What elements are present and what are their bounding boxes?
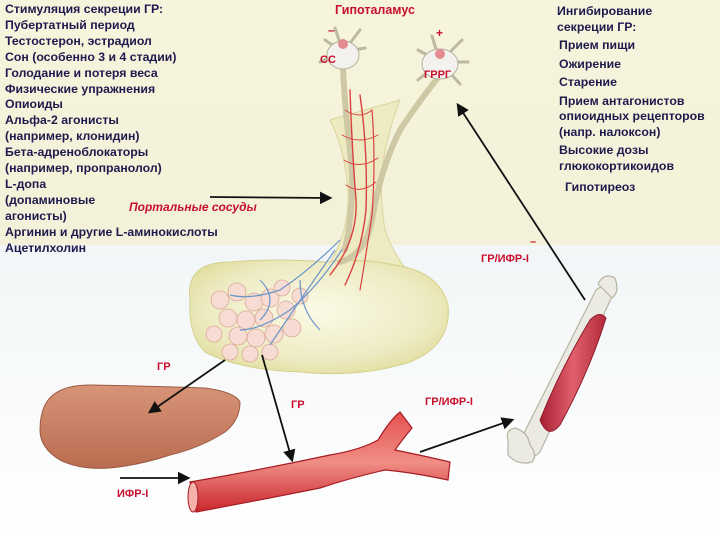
gr-left-label: ГР (157, 361, 171, 373)
stimulation-item: (например, клонидин) (5, 129, 218, 145)
stimulation-item: Бета-адреноблокаторы (5, 145, 218, 161)
arrow-portal (210, 197, 330, 198)
inhibition-title-line1: Ингибирование (557, 4, 652, 20)
stimulation-item: Опиоиды (5, 97, 218, 113)
ss-sign: – (328, 23, 335, 37)
stimulation-item: Ацетилхолин (5, 241, 218, 257)
inhibition-item: Гипотиреоз (559, 180, 709, 196)
inhibition-item: Старение (559, 75, 709, 91)
inhibition-list: Прием пищи Ожирение Старение Прием антаг… (559, 38, 709, 199)
inhibition-title: Ингибирование секреции ГР: (557, 4, 652, 35)
igf-liver-label: ИФР-I (117, 488, 148, 500)
stimulation-item: Аргинин и другие L-аминокислоты (5, 225, 218, 241)
vessel-opening (188, 482, 198, 512)
stimulation-list: Стимуляция секреции ГР: Пубертатный пери… (5, 2, 218, 257)
stimulation-item: Альфа-2 агонисты (5, 113, 218, 129)
gr-center-label: ГР (291, 399, 305, 411)
stimulation-title: Стимуляция секреции ГР: (5, 2, 218, 18)
grrg-sign: + (436, 26, 443, 40)
hypothalamus-label: Гипоталамус (335, 3, 415, 17)
inhibition-item: Высокие дозы глюкокортикоидов (559, 143, 709, 174)
inhibition-item: Ожирение (559, 57, 709, 73)
grrg-label: ГРРГ (424, 69, 451, 81)
stimulation-item: Физические упражнения (5, 82, 218, 98)
inhibition-item: Прием антагонистов опиоидных рецепторов … (559, 94, 709, 141)
stimulation-item: Голодание и потеря веса (5, 66, 218, 82)
stimulation-item: Сон (особенно 3 и 4 стадии) (5, 50, 218, 66)
stimulation-item: L-допа (5, 177, 218, 193)
gr-igf-top-sign: – (530, 236, 536, 248)
stimulation-item: Тестостерон, эстрадиол (5, 34, 218, 50)
portal-vessels-label: Портальные сосуды (129, 200, 257, 214)
ss-label: СС (320, 54, 336, 66)
stimulation-item: (например, пропранолол) (5, 161, 218, 177)
inhibition-title-line2: секреции ГР: (557, 20, 652, 36)
stimulation-item: Пубертатный период (5, 18, 218, 34)
gr-igf-mid-label: ГР/ИФР-I (425, 396, 473, 408)
gr-igf-top-label: ГР/ИФР-I (481, 253, 529, 265)
inhibition-item: Прием пищи (559, 38, 709, 54)
